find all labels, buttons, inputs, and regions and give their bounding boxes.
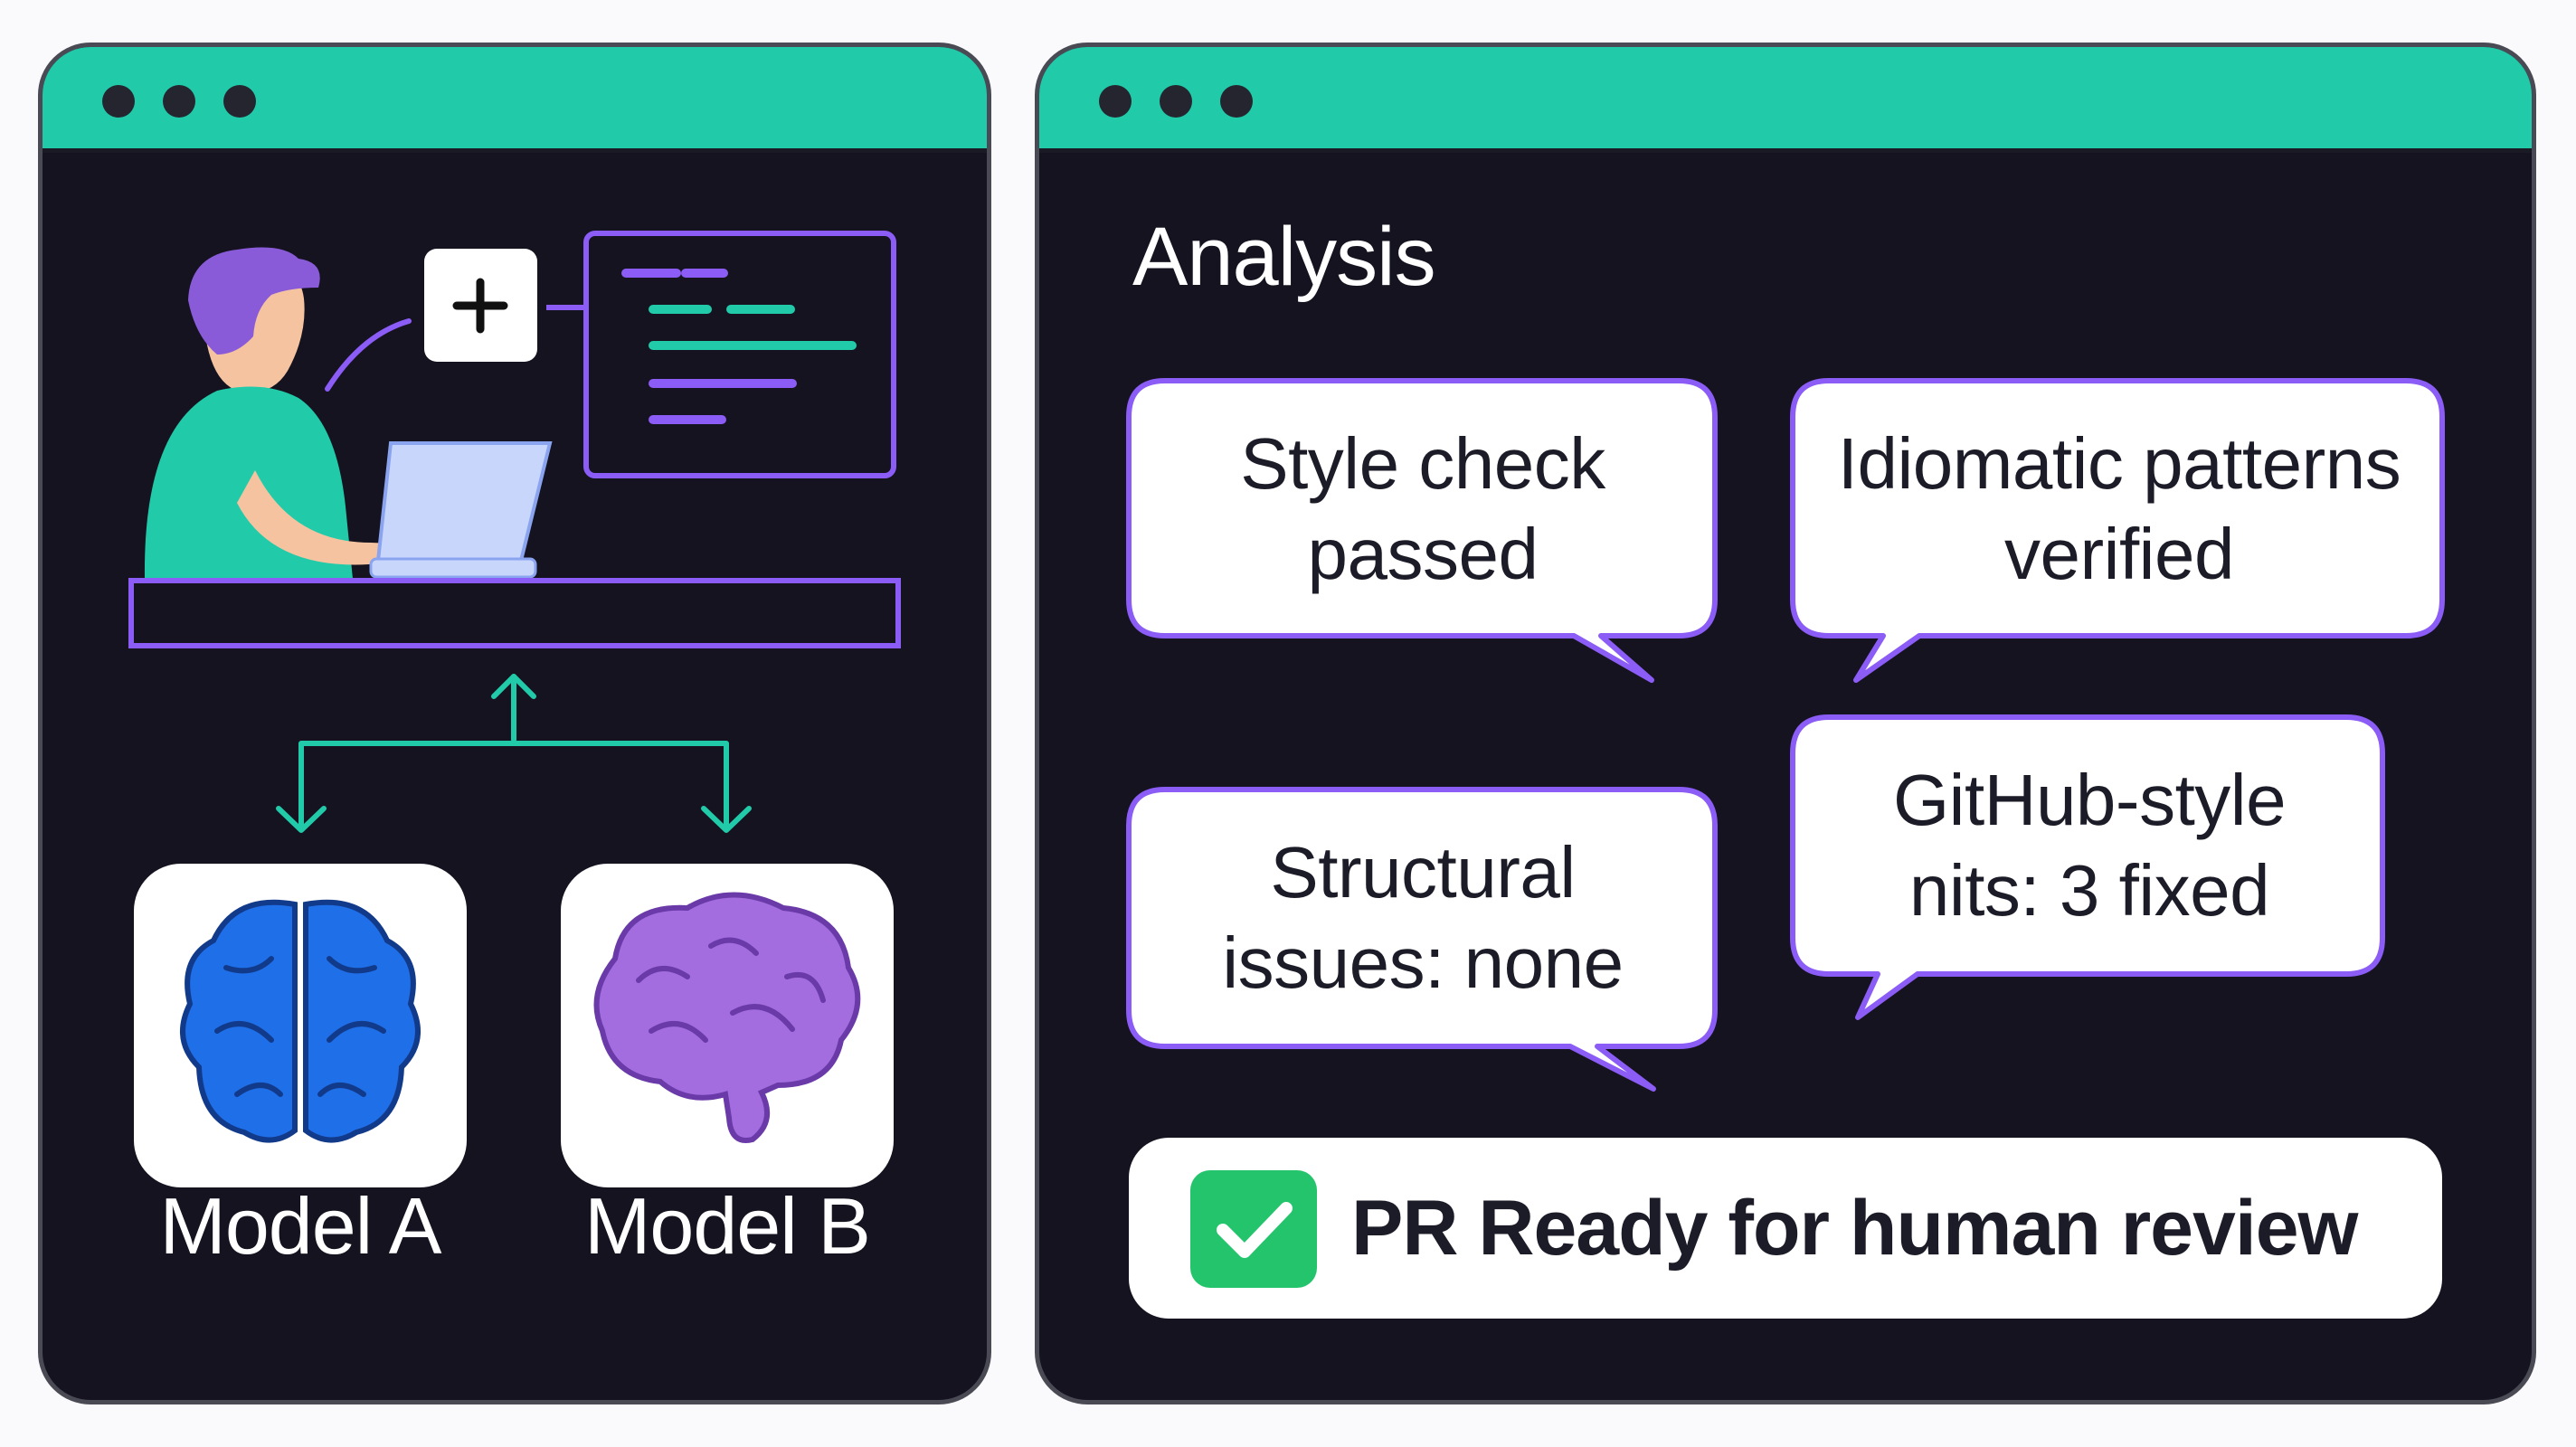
pr-status-bar: PR Ready for human review <box>1129 1138 2442 1319</box>
model-a-label: Model A <box>159 1181 442 1271</box>
window-dot-icon[interactable] <box>1099 85 1132 118</box>
check-icon <box>1190 1170 1317 1288</box>
speech-bubble-shapes <box>1126 378 2445 1092</box>
bubble-style-check: Style check passed <box>1240 423 1605 594</box>
window-dot-icon[interactable] <box>163 85 195 118</box>
panel-title: Analysis <box>1132 211 1436 303</box>
blue-brain-icon <box>180 899 421 1143</box>
code-window-icon <box>583 231 896 478</box>
window-dot-icon[interactable] <box>1160 85 1192 118</box>
right-window-titlebar <box>1039 47 2532 153</box>
plus-icon <box>424 249 537 362</box>
connector-arc <box>325 318 412 392</box>
bubble-structural-issues: Structural issues: none <box>1222 832 1624 1003</box>
branch-arrows <box>276 674 752 833</box>
status-text: PR Ready for human review <box>1351 1185 2358 1272</box>
bubble-idiomatic-patterns: Idiomatic patterns verified <box>1837 423 2401 594</box>
desk <box>128 578 901 648</box>
window-dot-icon[interactable] <box>102 85 135 118</box>
left-window-titlebar <box>43 47 987 153</box>
model-b-label: Model B <box>584 1181 871 1271</box>
window-dot-icon[interactable] <box>223 85 256 118</box>
purple-brain-icon <box>593 892 861 1143</box>
developer-avatar <box>144 247 553 579</box>
bubble-github-nits: GitHub-style nits: 3 fixed <box>1892 760 2287 931</box>
window-dot-icon[interactable] <box>1220 85 1253 118</box>
